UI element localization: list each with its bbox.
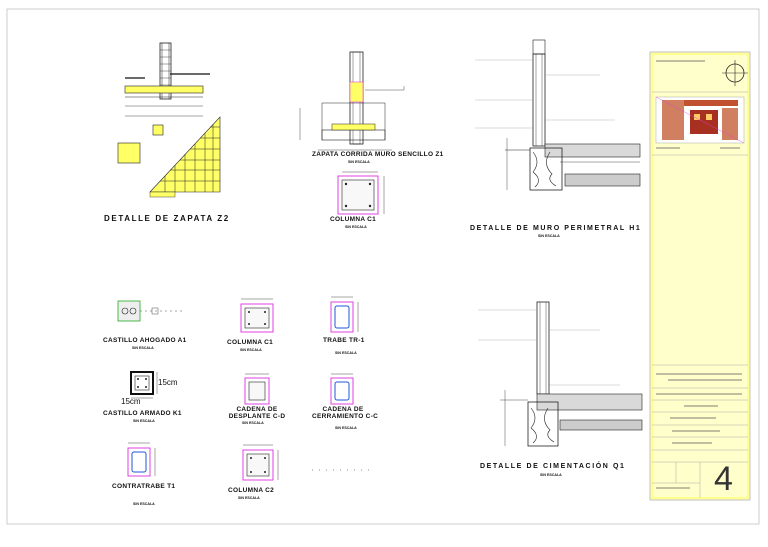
muro-perimetral-title: DETALLE DE MURO PERIMETRAL H1 [470, 225, 642, 232]
castillo-ahogado-scale: SIN ESCALA [132, 346, 154, 350]
sheet-number: 4 [714, 460, 733, 498]
columna-c2-detail [242, 444, 375, 481]
columna-c1-top-scale: SIN ESCALA [345, 225, 367, 229]
columna-c1-top-title: COLUMNA C1 [330, 216, 377, 223]
castillo-armado-scale: SIN ESCALA [133, 419, 155, 423]
columna-c1-mid-scale: SIN ESCALA [240, 348, 262, 352]
cadena-desplante-scale: SIN ESCALA [242, 421, 264, 425]
trabe-tr1-detail [330, 296, 359, 333]
cadena-desplante-title: CADENA DE DESPLANTE C-D [228, 406, 286, 420]
contratrabe-title: CONTRATRABE T1 [112, 483, 176, 490]
zapata-corrida-title: ZAPATA CORRIDA MURO SENCILLO Z1 [312, 151, 444, 158]
zapata-z2-title: DETALLE DE ZAPATA Z2 [104, 214, 230, 223]
cimentacion-title: DETALLE DE CIMENTACIÓN Q1 [480, 463, 626, 470]
castillo-ahogado-detail [117, 300, 185, 322]
cadena-cerramiento-title: CADENA DE CERRAMIENTO C-C [312, 406, 379, 420]
zapata-corrida-scale: SIN ESCALA [348, 160, 370, 164]
columna-c1-mid-detail [240, 298, 274, 333]
muro-perimetral-detail [475, 39, 641, 191]
columna-c2-scale: SIN ESCALA [238, 496, 260, 500]
trabe-tr1-scale: SIN ESCALA [335, 351, 357, 355]
trabe-tr1-title: TRABE TR-1 [323, 337, 365, 344]
sheet-border [6, 8, 760, 525]
title-block [649, 51, 751, 501]
cadena-cerramiento-scale: SIN ESCALA [335, 426, 357, 430]
columna-c1-mid-title: COLUMNA C1 [227, 339, 274, 346]
cimentacion-detail [478, 301, 643, 447]
columna-c2-title: COLUMNA C2 [228, 487, 275, 494]
castillo-dim-bottom: 15cm [121, 397, 141, 406]
castillo-armado-title: CASTILLO ARMADO K1 [103, 410, 182, 417]
castillo-dim-side: 15cm [158, 378, 178, 387]
cadena-cerramiento-detail [330, 373, 354, 405]
zapata-z2-detail [117, 42, 221, 198]
zapata-corrida-detail [299, 51, 405, 215]
cadena-desplante-detail [244, 373, 270, 405]
castillo-armado-detail [130, 371, 158, 399]
cimentacion-scale: SIN ESCALA [540, 473, 562, 477]
muro-perimetral-scale: SIN ESCALA [538, 234, 560, 238]
castillo-ahogado-title: CASTILLO AHOGADO A1 [103, 337, 187, 344]
contratrabe-detail [127, 442, 156, 477]
contratrabe-scale: SIN ESCALA [133, 502, 155, 506]
